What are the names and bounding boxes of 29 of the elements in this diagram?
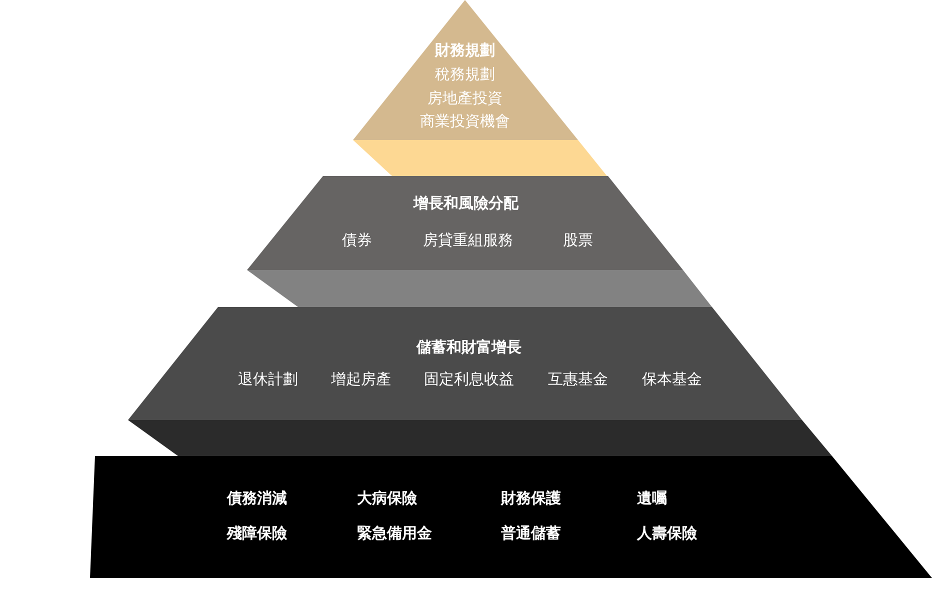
pyramid-tier [247, 176, 683, 270]
tier-item: 財務保護 [501, 489, 561, 507]
tier-item: 人壽保險 [637, 524, 697, 542]
tier-item: 大病保險 [357, 489, 417, 507]
tier-side-face [128, 420, 832, 456]
tier-heading: 財務規劃 [435, 41, 495, 59]
tier-item: 緊急備用金 [357, 524, 432, 542]
tier-item: 保本基金 [642, 370, 702, 388]
tier-item: 固定利息收益 [424, 370, 514, 388]
tier-item: 債券 [342, 231, 372, 249]
tier-item: 房地產投資 [428, 89, 502, 107]
pyramid-base-tier [90, 456, 932, 578]
tier-side-face [247, 270, 712, 307]
tier-item: 商業投資機會 [420, 112, 510, 130]
tier-heading: 儲蓄和財富增長 [416, 338, 522, 356]
tier-item: 增起房產 [331, 370, 391, 388]
tier-item: 房貸重組服務 [423, 231, 513, 249]
tier-item: 普通儲蓄 [501, 524, 561, 542]
tier-heading: 增長和風險分配 [414, 194, 518, 212]
pyramid-top-triangle [353, 0, 578, 140]
tier-item: 債務消減 [227, 489, 287, 507]
tier-item: 退休計劃 [238, 370, 298, 388]
pyramid-tier [128, 307, 802, 420]
tier-item: 互惠基金 [548, 370, 608, 388]
tier-side-face [353, 140, 607, 176]
tier-item: 遺囑 [637, 489, 667, 507]
tier-item: 殘障保險 [227, 524, 287, 542]
tier-item: 股票 [563, 231, 593, 249]
tier-item: 稅務規劃 [435, 65, 495, 83]
